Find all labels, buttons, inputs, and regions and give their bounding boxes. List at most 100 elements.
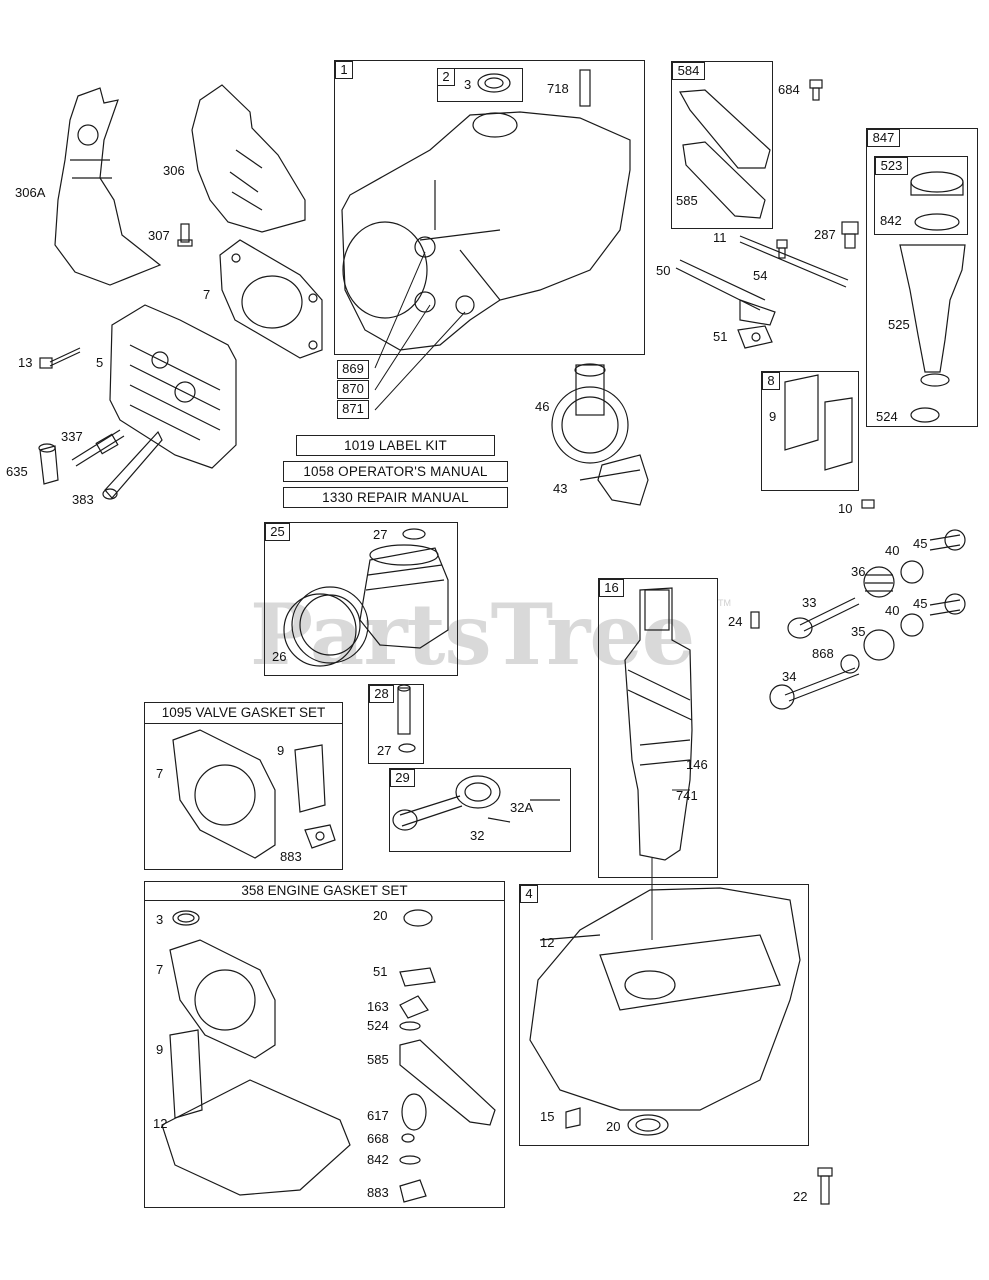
connecting-rod-29-box: [389, 768, 571, 852]
callout-36: 36: [851, 564, 866, 579]
tag-8: 8: [762, 372, 780, 390]
engine-set-callout-3: 3: [156, 912, 164, 927]
callout-35: 35: [851, 624, 866, 639]
engine-set-callout-842: 842: [367, 1152, 389, 1167]
callout-27-top: 27: [373, 527, 388, 542]
callout-40-a: 40: [885, 543, 900, 558]
screw-684-drawing: [809, 79, 823, 101]
tag-523: 523: [875, 157, 908, 175]
tag-847: 847: [867, 129, 900, 147]
dipstick-847-box: [866, 128, 978, 427]
callout-383: 383: [72, 492, 94, 507]
callout-585: 585: [676, 193, 698, 208]
callout-868: 868: [812, 646, 834, 661]
dipstick-cap-523-box: [874, 156, 968, 235]
tag-28: 28: [369, 685, 394, 703]
engine-set-callout-524: 524: [367, 1018, 389, 1033]
callout-287: 287: [814, 227, 836, 242]
crankshaft-16-box: [598, 578, 718, 878]
callout-26: 26: [272, 649, 287, 664]
valve-gasket-set-title-bar: [144, 702, 343, 724]
valve-set-callout-9: 9: [277, 743, 285, 758]
rod-11-drawing: [739, 235, 849, 288]
watermark-tm: TM: [718, 598, 731, 608]
engine-gasket-set-title-bar: [144, 881, 505, 901]
head-gasket-7-drawing: [219, 239, 323, 359]
operators-manual-box: 1058 OPERATOR'S MANUAL: [283, 461, 508, 482]
callout-306: 306: [163, 163, 185, 178]
callout-33: 33: [802, 595, 817, 610]
callout-45-b: 45: [913, 596, 928, 611]
callout-32a: 32A: [510, 800, 534, 815]
valve-gasket-set-title: 1095 VALVE GASKET SET: [161, 705, 326, 720]
sump-4-drawing: [529, 858, 801, 1136]
callout-40-b: 40: [885, 603, 900, 618]
tag-25: 25: [265, 523, 290, 541]
callout-43: 43: [553, 481, 568, 496]
callout-741: 741: [676, 788, 698, 803]
callout-7: 7: [203, 287, 211, 302]
callout-10: 10: [838, 501, 853, 516]
gasket-51-top-drawing: [737, 325, 773, 349]
callout-146: 146: [686, 757, 708, 772]
callout-3-top: 3: [464, 77, 472, 92]
connecting-rod-29-drawing: [392, 775, 560, 831]
callout-27-mid: 27: [377, 743, 392, 758]
callout-15: 15: [540, 1109, 555, 1124]
tag-16: 16: [599, 579, 624, 597]
callout-22: 22: [793, 1189, 808, 1204]
breather-cover-8-box: [761, 371, 859, 491]
valve-set-callout-883: 883: [280, 849, 302, 864]
shroud-306a-drawing: [54, 87, 162, 286]
crankcase-1-drawing: [341, 69, 631, 351]
engine-set-callout-163: 163: [367, 999, 389, 1014]
tag-871: 871: [337, 400, 369, 419]
partstree-watermark: PartsTree: [250, 585, 695, 684]
engine-gasket-set-title: 358 ENGINE GASKET SET: [241, 883, 408, 898]
engine-set-callout-51: 51: [373, 964, 388, 979]
callout-34: 34: [782, 669, 797, 684]
seal-3-top-drawing: [477, 73, 511, 93]
breather-584-box: [671, 61, 773, 229]
callout-718: 718: [547, 81, 569, 96]
sump-4-box: [519, 884, 809, 1146]
engine-set-callout-20: 20: [373, 908, 388, 923]
piston-25-box: [264, 522, 458, 676]
valve-gasket-set-box: [144, 702, 343, 870]
callout-524-top: 524: [876, 409, 898, 424]
callout-51: 51: [713, 329, 728, 344]
callout-306a: 306A: [15, 185, 46, 200]
crankcase-box: [334, 60, 645, 355]
tag-869: 869: [337, 360, 369, 379]
tag-584: 584: [672, 62, 705, 80]
repair-manual-box: 1330 REPAIR MANUAL: [283, 487, 508, 508]
callout-9-top: 9: [769, 409, 777, 424]
clip-383-drawing: [102, 430, 163, 500]
governor-43-drawing: [579, 454, 649, 506]
callout-307: 307: [148, 228, 170, 243]
callout-5: 5: [96, 355, 104, 370]
engine-set-callout-668: 668: [367, 1131, 389, 1146]
callout-13: 13: [18, 355, 33, 370]
callout-635: 635: [6, 464, 28, 479]
callout-50: 50: [656, 263, 671, 278]
bolt-13-drawing: [39, 347, 81, 369]
key-24-drawing: [750, 611, 760, 629]
rod-50-drawing: [675, 259, 776, 326]
callout-45-a: 45: [913, 536, 928, 551]
screw-10-drawing: [861, 499, 875, 509]
callout-337: 337: [61, 429, 83, 444]
piston-25-drawing: [283, 544, 449, 667]
pin-28-drawing: [397, 684, 416, 753]
cam-gear-46-drawing: [551, 363, 629, 464]
engine-set-callout-883: 883: [367, 1185, 389, 1200]
screw-307-drawing: [177, 223, 193, 247]
seal-2-box: [437, 68, 523, 102]
engine-gasket-set-box: [144, 881, 505, 1208]
engine-set-callout-585: 585: [367, 1052, 389, 1067]
engine-gasket-set-drawing: [161, 909, 496, 1203]
dipstick-tube-847-drawing: [899, 171, 966, 423]
leader-871: [374, 311, 466, 411]
